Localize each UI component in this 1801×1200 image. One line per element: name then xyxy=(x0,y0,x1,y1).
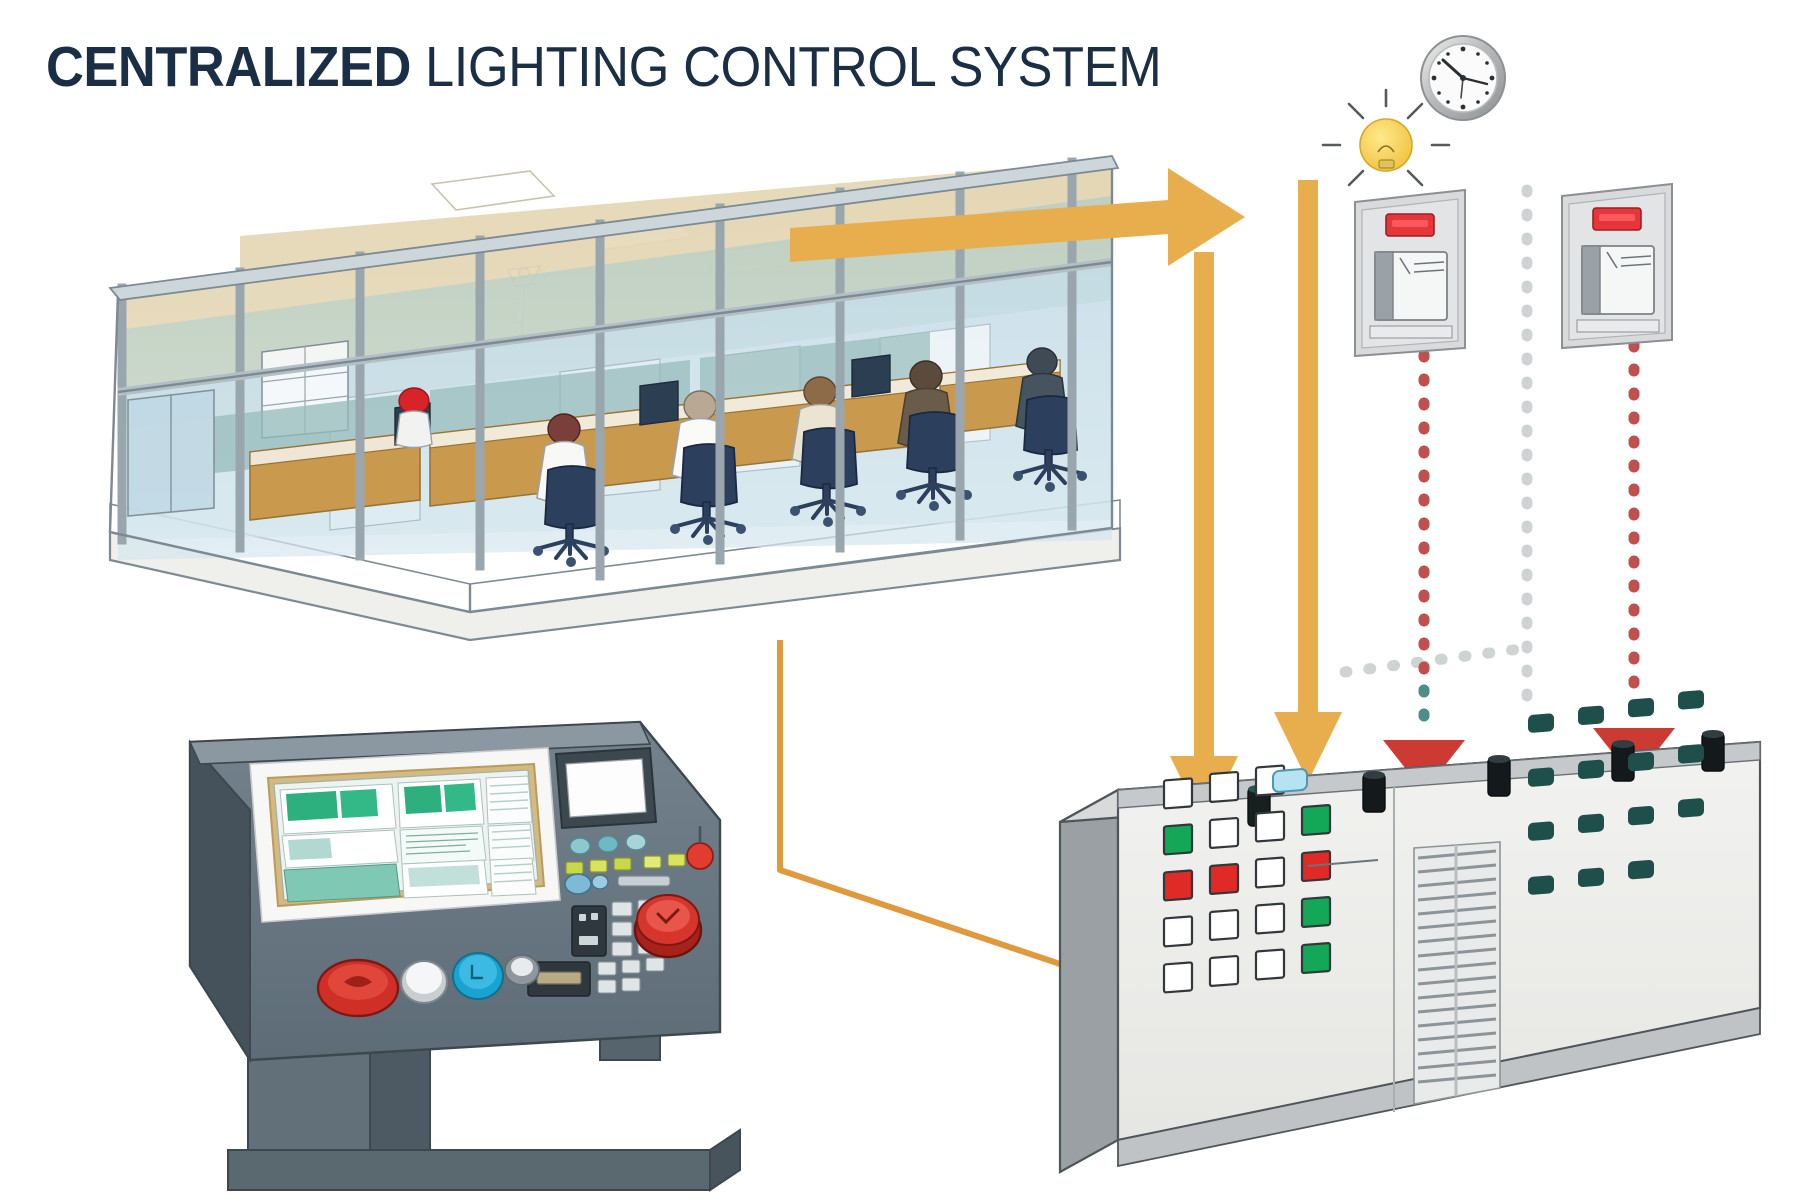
console-selector-knob[interactable] xyxy=(564,873,671,895)
worker-5 xyxy=(1013,347,1087,492)
cabinet-ventilation-grille xyxy=(1413,841,1501,1105)
indicator-button-grey[interactable] xyxy=(504,954,540,986)
mode-button-blue[interactable] xyxy=(452,952,504,1000)
flow-arrow-to-devices xyxy=(790,168,1245,266)
operator-control-console[interactable] xyxy=(188,720,741,1192)
title-word-emphasis: CENTRALIZED xyxy=(46,35,411,99)
lightbulb-icon xyxy=(1321,88,1451,187)
console-module-dark[interactable] xyxy=(571,905,607,957)
worker-1 xyxy=(533,413,609,567)
cabinet-slider-toggle[interactable] xyxy=(1272,768,1379,867)
worker-4 xyxy=(896,360,972,511)
scada-screen-content xyxy=(279,775,537,903)
wall-switch-plate-2[interactable] xyxy=(1561,182,1673,350)
console-indicator-lamps xyxy=(565,853,686,875)
data-bus-connector-line xyxy=(777,640,1079,973)
console-round-buttons[interactable] xyxy=(569,833,647,855)
cabinet-led-grid[interactable] xyxy=(1162,764,1332,994)
signal-arrowhead-red-1 xyxy=(1383,740,1465,792)
flow-arrow-down-left xyxy=(1170,252,1238,826)
flow-arrow-down-right xyxy=(1274,180,1342,782)
lighting-control-cabinet[interactable] xyxy=(1058,690,1762,1200)
wall-clock xyxy=(1420,35,1506,121)
emergency-stop-button[interactable] xyxy=(316,958,400,1018)
console-emergency-knob[interactable] xyxy=(686,826,714,870)
office-building-illustration xyxy=(108,155,1122,642)
page-title: CENTRALIZED LIGHTING CONTROL SYSTEM xyxy=(46,34,1162,100)
estop-button-large[interactable] xyxy=(633,894,703,959)
reset-button-white[interactable] xyxy=(400,960,448,1004)
secondary-display[interactable] xyxy=(565,758,647,818)
title-word-rest: LIGHTING CONTROL SYSTEM xyxy=(410,35,1162,99)
worker-with-red-cap xyxy=(395,387,433,449)
cabinet-terminal-blocks xyxy=(1528,690,1704,895)
console-small-keys[interactable] xyxy=(597,957,665,994)
wall-switch-plate-1[interactable] xyxy=(1354,188,1466,358)
